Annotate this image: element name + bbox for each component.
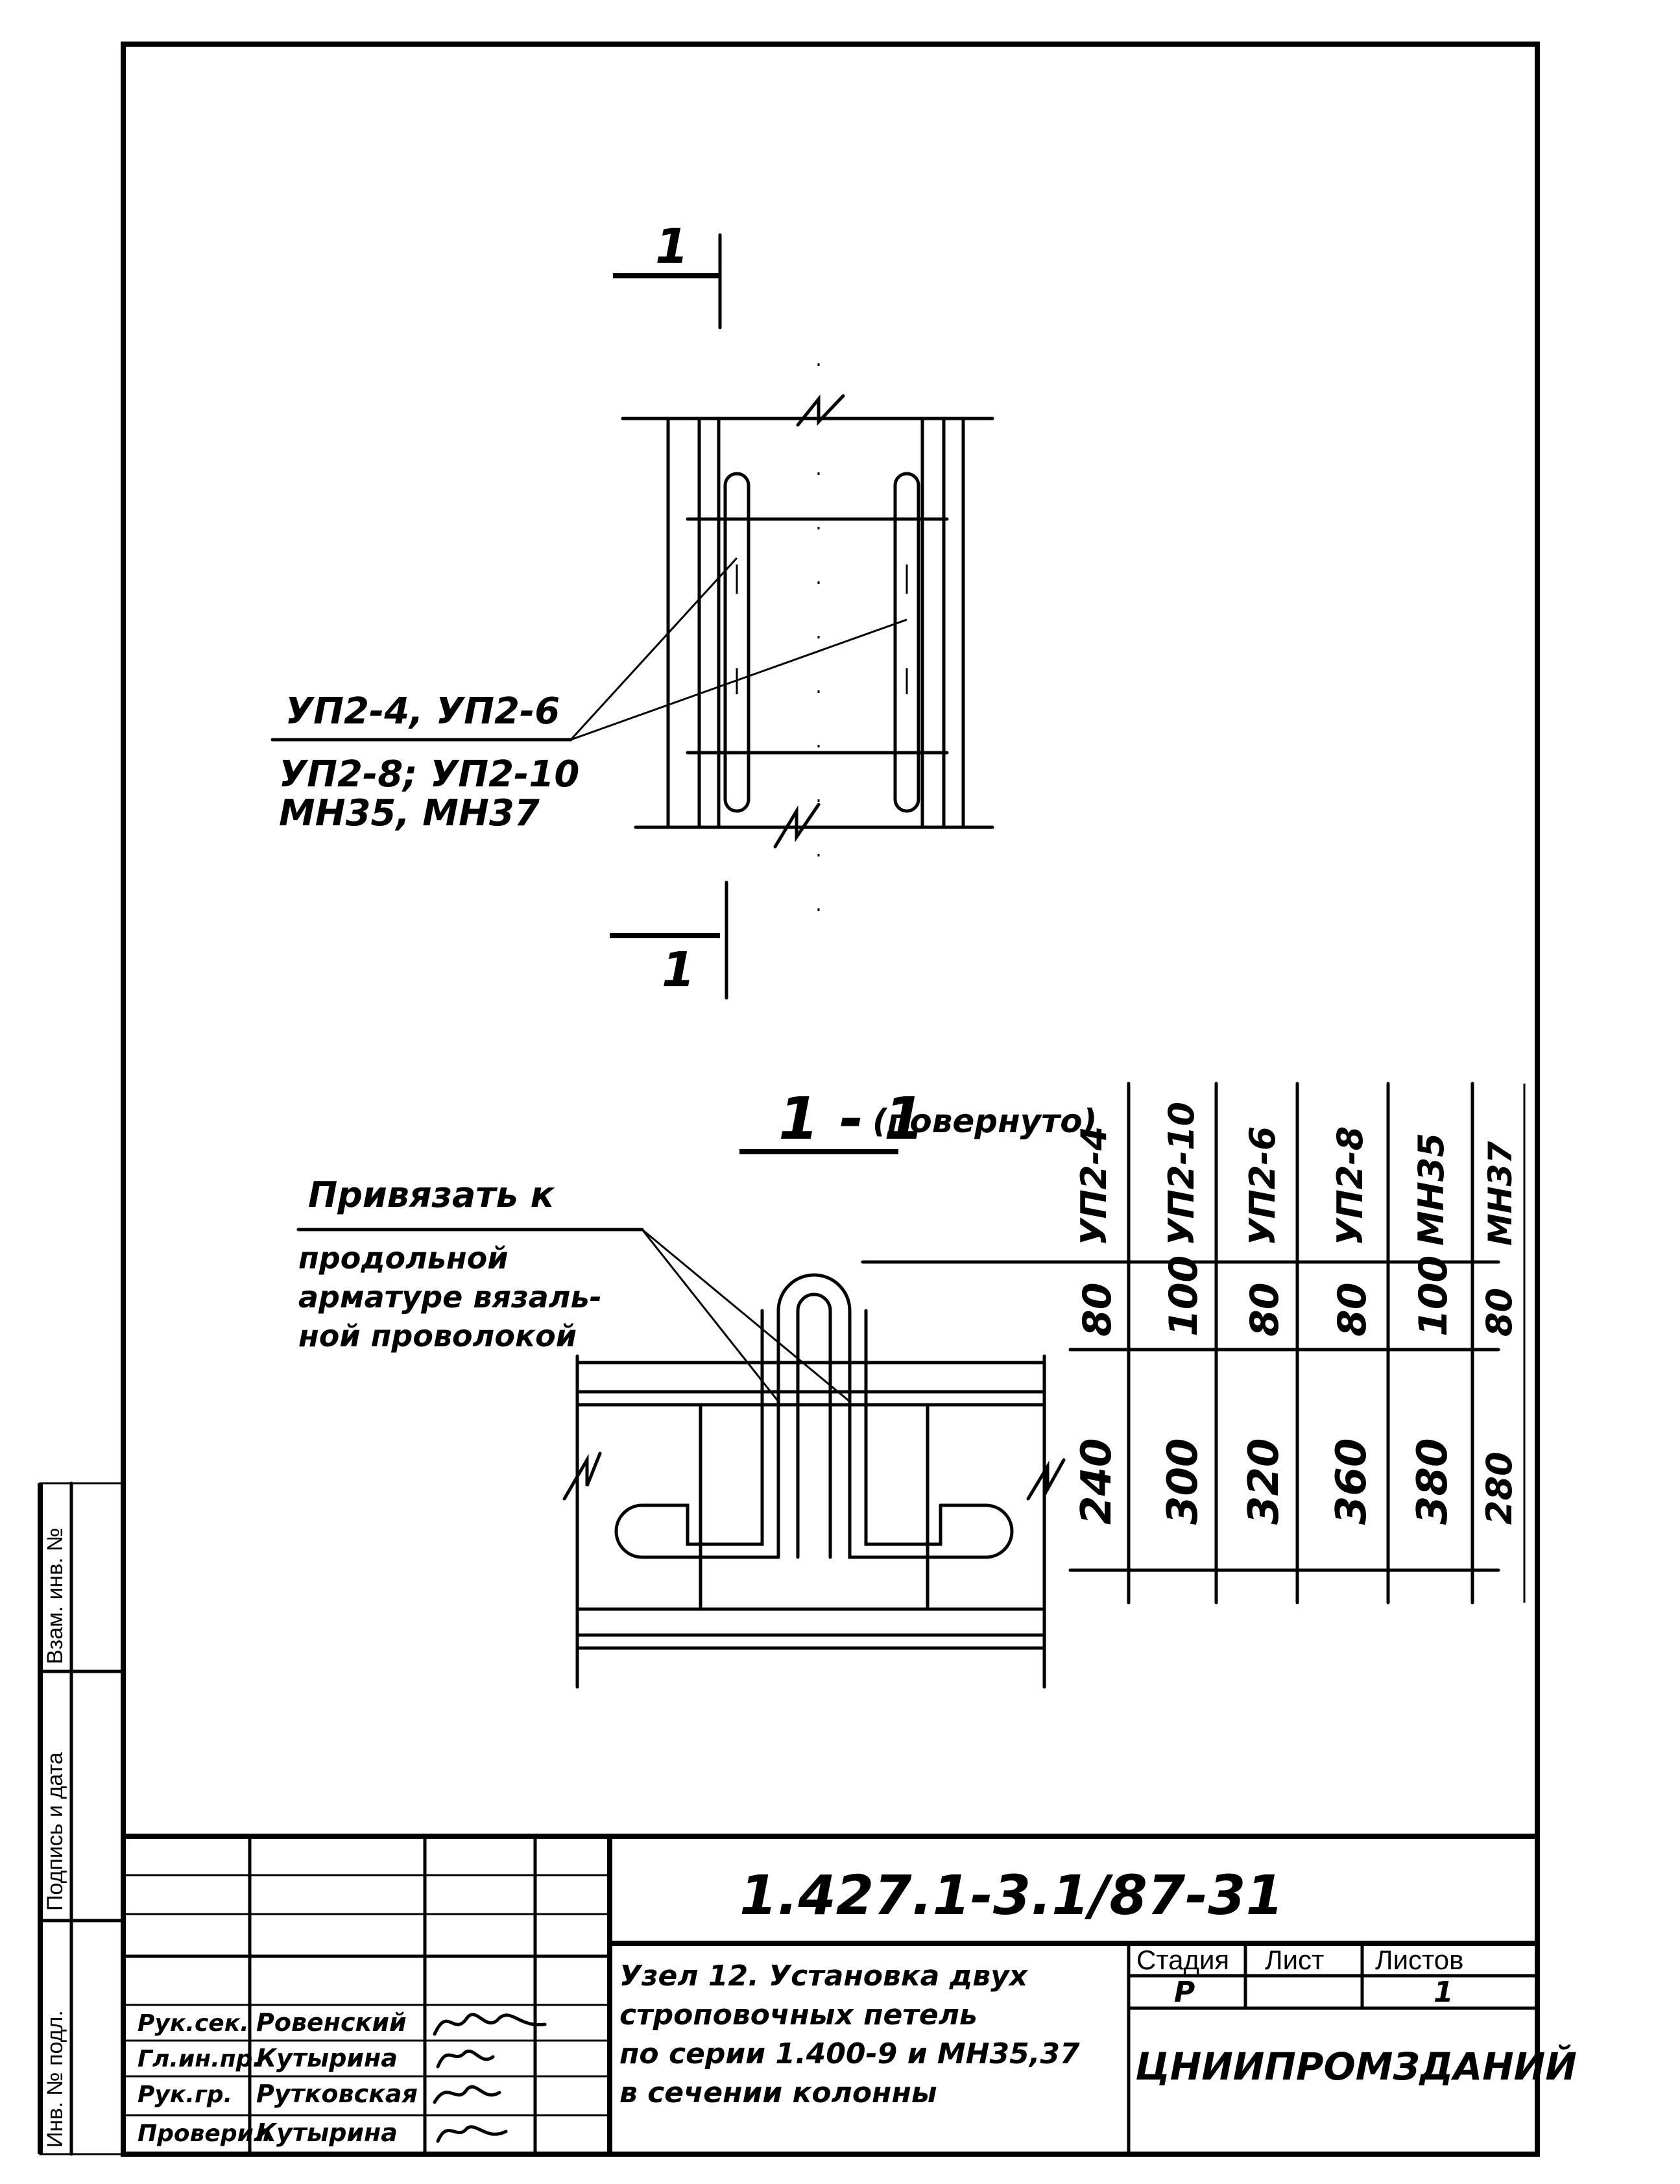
description-line3: по серии 1.400-9 и МН35,37 — [619, 2037, 1080, 2070]
plan-view: 1 1 УП2-4, УП2-6 УП2-8; УП2-10 — [270, 219, 994, 1000]
stamp-replace-inv: Взам. инв. № — [43, 1527, 67, 1664]
stage-label: Стадия — [1136, 1945, 1229, 1975]
stamp-inv-orig: Инв. № подл. — [43, 2010, 67, 2148]
description-line4: в сечении колонны — [619, 2076, 937, 2109]
table-large-2: 300 — [1159, 1438, 1207, 1525]
name-3: Рутковская — [256, 2080, 418, 2108]
name-1: Ровенский — [256, 2008, 407, 2037]
callout-bottom-line2: продольной — [298, 1241, 508, 1276]
table-header-2: УП2-10 — [1161, 1102, 1202, 1246]
signature-4 — [436, 2125, 508, 2143]
callout-bottom-line4: ной проволокой — [298, 1318, 577, 1353]
section-note: (повернуто) — [872, 1102, 1097, 1140]
table-header-1: УП2-4 — [1074, 1126, 1114, 1246]
signature-3 — [433, 2085, 501, 2104]
table-small-4: 80 — [1330, 1283, 1375, 1337]
callout-bottom-line3: арматуре вязаль- — [298, 1280, 602, 1315]
sheet-label: Лист — [1265, 1945, 1324, 1975]
role-4: Проверил — [138, 2120, 270, 2147]
table-small-6: 80 — [1479, 1288, 1520, 1337]
name-4: Кутырина — [256, 2118, 398, 2147]
description-line1: Узел 12. Установка двух — [619, 1960, 1029, 1993]
callout-top-line3: МН35, МН37 — [279, 792, 540, 834]
table-large-5: 380 — [1409, 1438, 1457, 1525]
role-2: Гл.ин.пр. — [138, 2046, 261, 2072]
name-2: Кутырина — [256, 2044, 398, 2072]
table-large-1: 240 — [1073, 1438, 1121, 1525]
dimension-table: УП2-4 УП2-10 УП2-6 УП2-8 МН35 МН37 80 10… — [861, 1082, 1526, 1605]
table-small-2: 100 — [1161, 1256, 1206, 1337]
signature-2 — [436, 2049, 495, 2069]
sheets-label: Листов — [1375, 1945, 1463, 1975]
role-1: Рук.сек. — [138, 2010, 249, 2037]
section-title: 1 - 1 — [778, 1085, 924, 1153]
table-small-5: 100 — [1411, 1256, 1456, 1337]
table-large-6: 280 — [1479, 1451, 1520, 1525]
title-block: 1.427.1-3.1/87-31 Рук.сек. Гл.ин.пр. Рук… — [121, 1834, 1577, 2156]
signature-1 — [433, 2013, 547, 2036]
table-large-4: 360 — [1328, 1438, 1376, 1525]
callout-bottom-line1: Привязать к — [308, 1174, 555, 1215]
section-view: 1 - 1 (повернуто) Привязать к продольной… — [296, 1085, 1097, 1689]
table-header-5: МН35 — [1411, 1133, 1452, 1246]
side-stamp: Инв. № подл. Подпись и дата Взам. инв. № — [38, 1481, 125, 2156]
description-line2: строповочных петель — [619, 1998, 978, 2032]
callout-top-line1: УП2-4, УП2-6 — [285, 690, 560, 733]
stamp-signature-date: Подпись и дата — [43, 1752, 67, 1911]
table-small-3: 80 — [1242, 1283, 1288, 1337]
table-header-6: МН37 — [1482, 1141, 1519, 1246]
section-label-bottom: 1 — [662, 942, 695, 998]
callout-top-line2: УП2-8; УП2-10 — [279, 753, 579, 795]
role-3: Рук.гр. — [138, 2081, 232, 2108]
sheets-value: 1 — [1434, 1976, 1454, 2009]
document-code: 1.427.1-3.1/87-31 — [739, 1863, 1284, 1927]
section-label-top: 1 — [655, 219, 689, 274]
table-small-1: 80 — [1075, 1283, 1120, 1337]
table-header-3: УП2-6 — [1242, 1126, 1283, 1246]
table-large-3: 320 — [1240, 1438, 1288, 1525]
organization-name: ЦНИИПРОМЗДАНИЙ — [1135, 2044, 1577, 2089]
stage-value: Р — [1174, 1976, 1195, 2009]
table-header-4: УП2-8 — [1330, 1126, 1371, 1246]
sheet-frame — [121, 42, 1540, 2157]
